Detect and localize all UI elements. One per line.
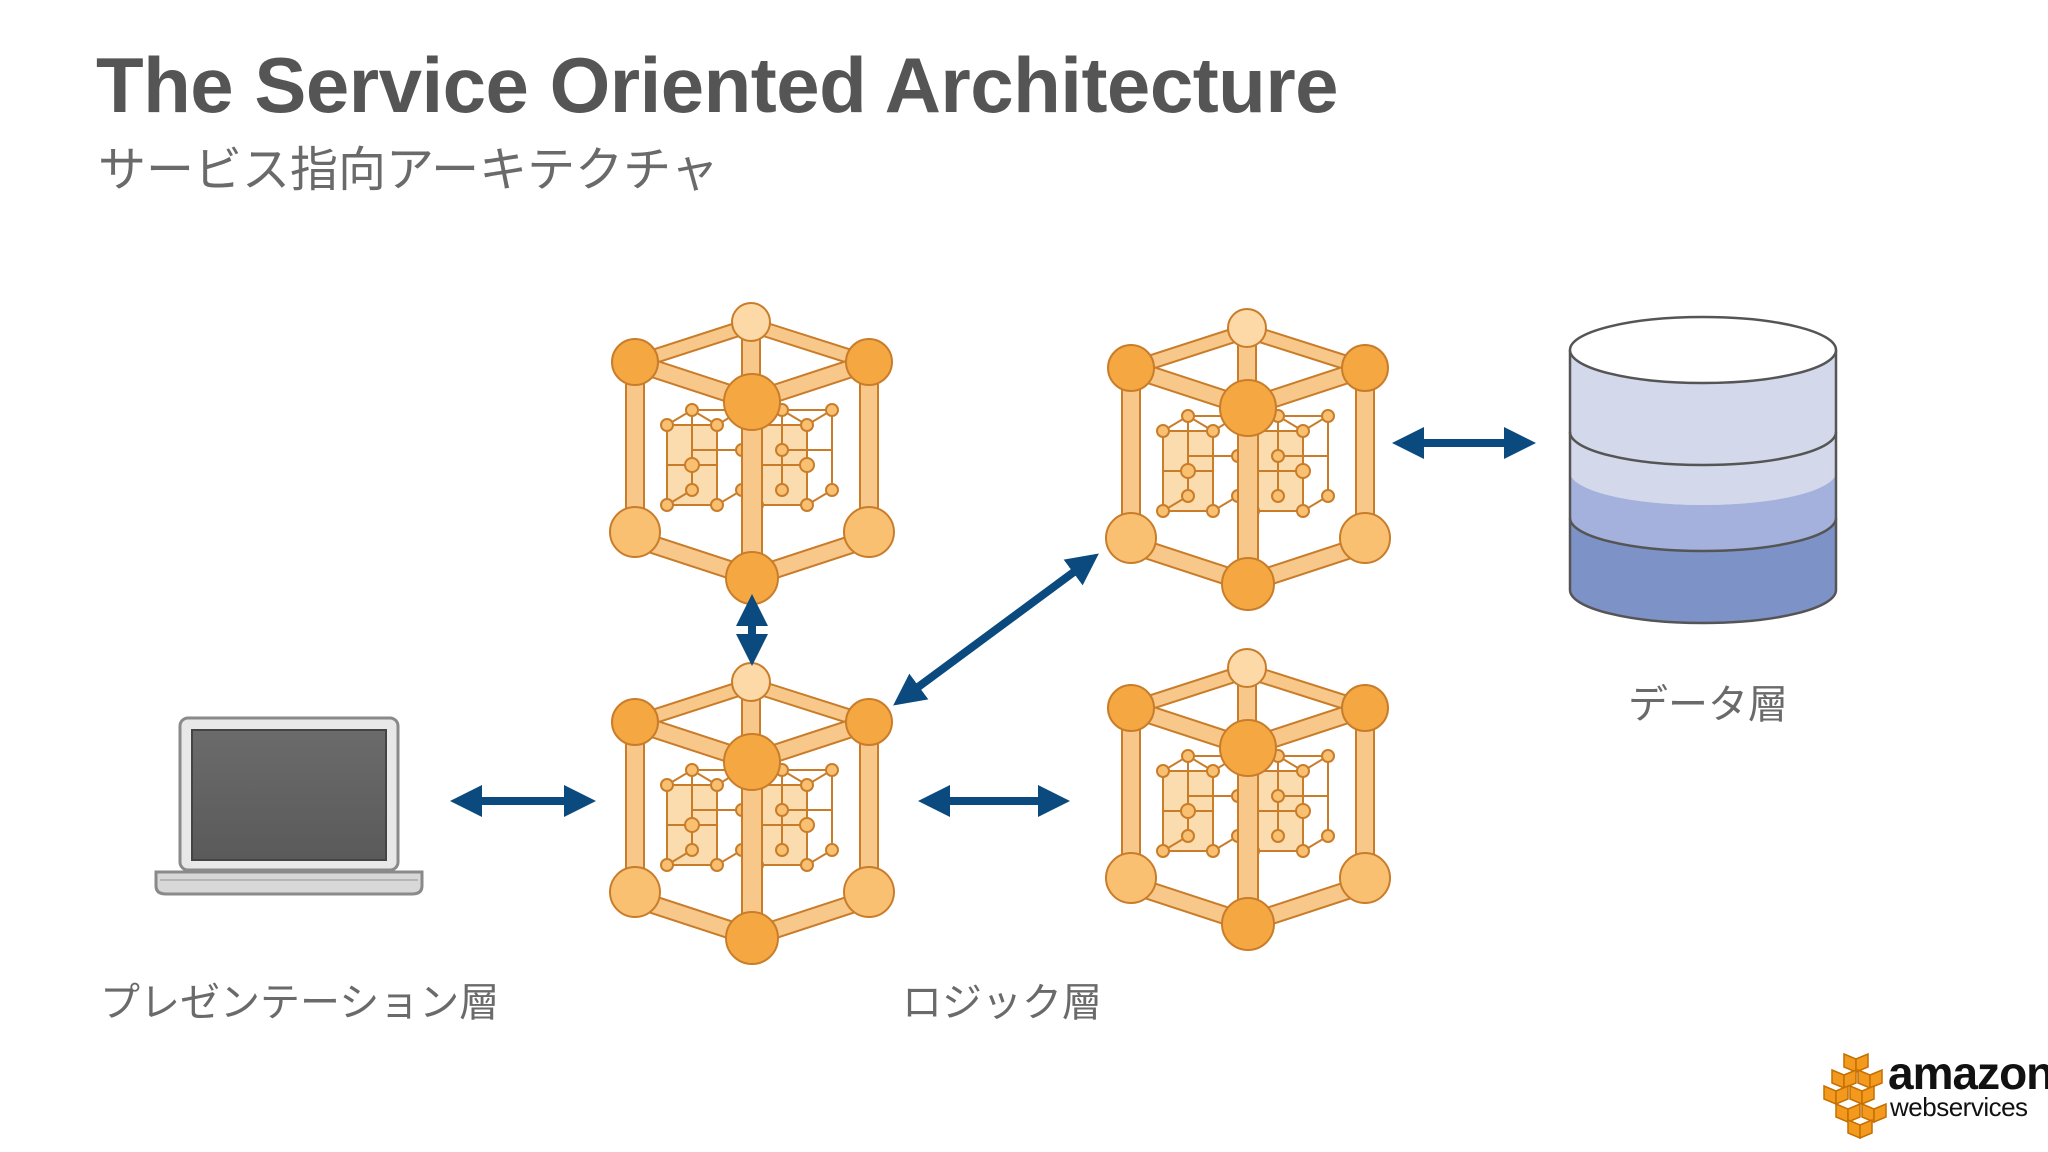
presentation-tier-label: プレゼンテーション層 xyxy=(100,980,500,1026)
service-cube-center-icon xyxy=(609,662,895,965)
service-cube-top-icon xyxy=(609,302,895,605)
logic-tier-label: ロジック層 xyxy=(902,980,1102,1026)
service-cube-upper-right-icon xyxy=(1105,308,1391,611)
aws-logo-word: amazon xyxy=(1888,1047,2048,1099)
arrow-center-to-upper-right xyxy=(893,553,1099,706)
page-subtitle: サービス指向アーキテクチャ xyxy=(98,142,719,198)
aws-logo: amazon webservices xyxy=(1822,1047,2048,1140)
aws-logo-tagline: webservices xyxy=(1890,1092,2028,1122)
page-title: The Service Oriented Architecture xyxy=(96,41,1339,129)
aws-logo-icon xyxy=(1823,1052,1887,1140)
database-icon xyxy=(1568,315,1838,625)
laptop-icon xyxy=(154,716,424,896)
data-tier-label: データ層 xyxy=(1628,682,1788,728)
service-cube-lower-right-icon xyxy=(1105,648,1391,951)
